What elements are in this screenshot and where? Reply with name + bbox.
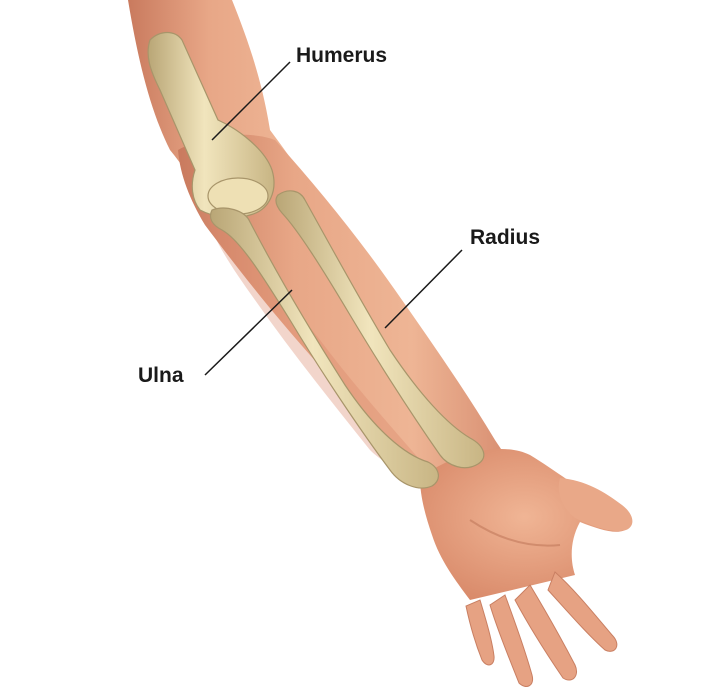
thumb — [558, 478, 633, 532]
humerus-bone — [147, 31, 275, 219]
middle-finger — [514, 584, 577, 681]
radius-bone — [275, 190, 485, 469]
little-finger — [465, 599, 495, 666]
radius-leader-line — [384, 249, 463, 329]
radius-label: Radius — [470, 226, 540, 249]
ulna-label: Ulna — [138, 364, 184, 387]
palm-crease — [469, 519, 561, 547]
humerus-leader-line — [211, 61, 291, 141]
ring-finger — [489, 594, 534, 687]
humerus-label: Humerus — [296, 44, 387, 67]
index-finger — [547, 571, 618, 652]
ulna-leader-line — [204, 289, 293, 376]
ulna-bone — [209, 207, 439, 489]
